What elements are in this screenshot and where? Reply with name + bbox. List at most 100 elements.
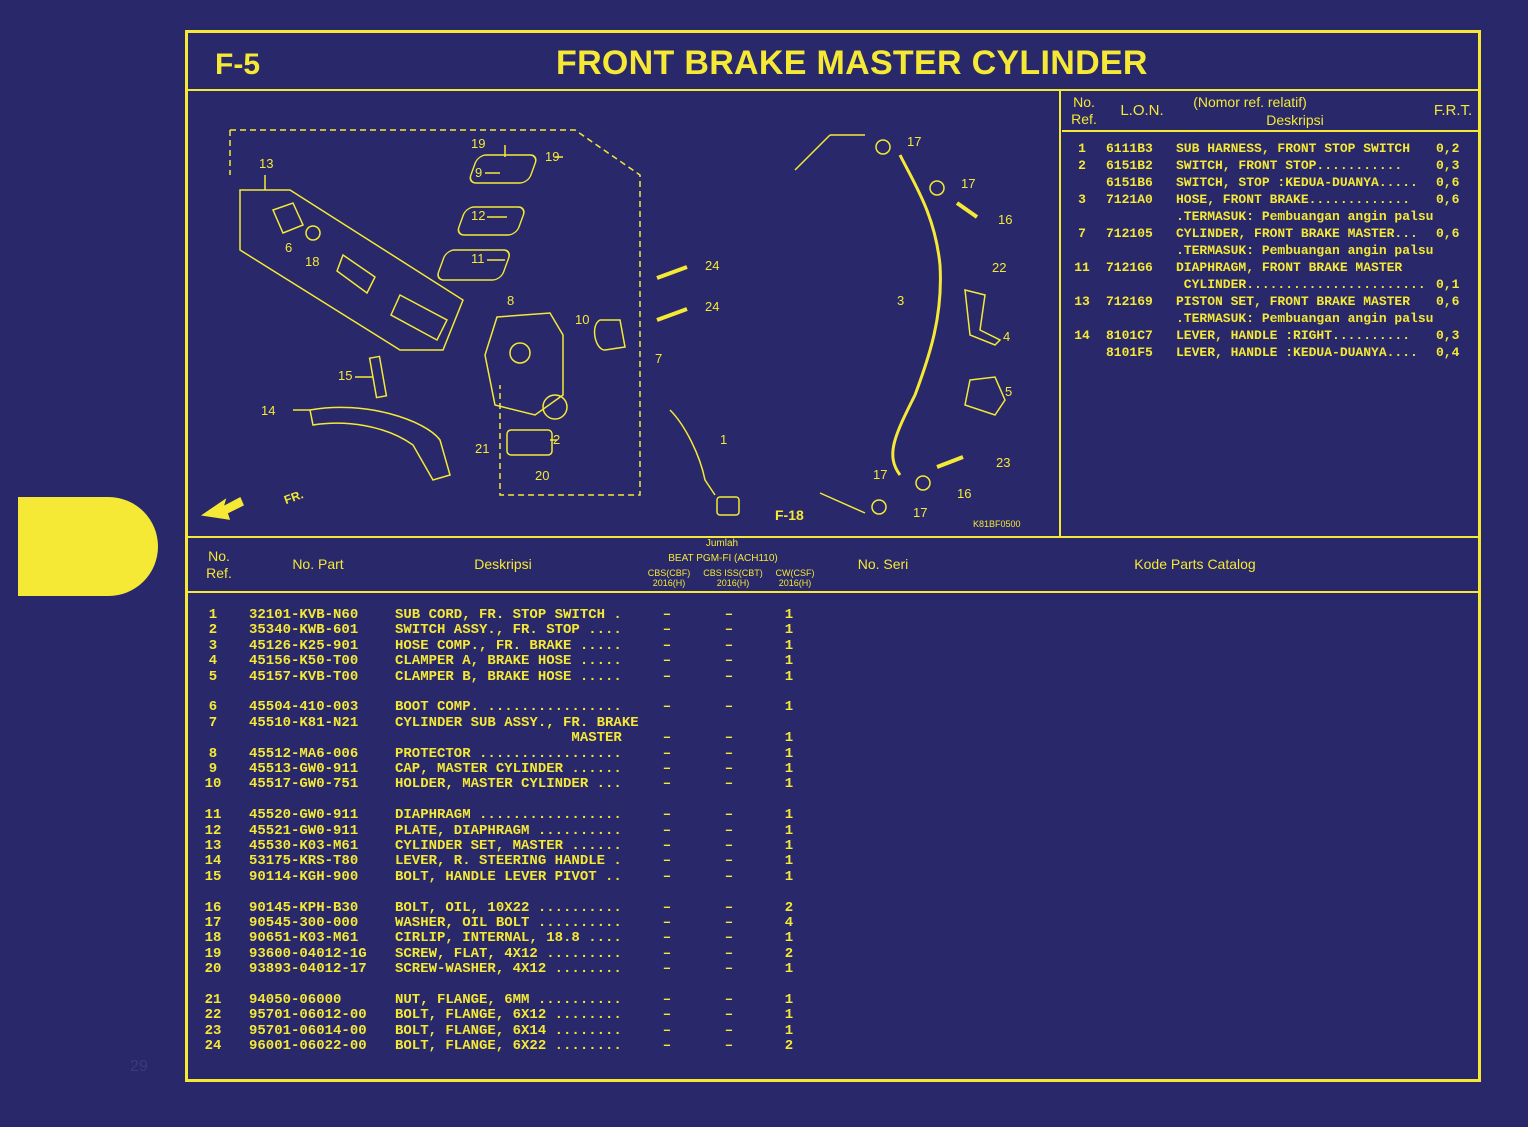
section-code: F-5 [215, 48, 260, 81]
ref-cell-desc: HOSE, FRONT BRAKE............. [1176, 192, 1411, 207]
callout-label: 24 [705, 299, 719, 314]
parts-cell-c1: – [662, 961, 672, 978]
parts-cell-c3: 1 [784, 730, 794, 747]
parts-cell-desc: PROTECTOR ................. [395, 745, 622, 762]
callout-label: 3 [897, 293, 904, 308]
parts-cell-c3: 1 [784, 607, 794, 623]
parts-cell-c2: – [724, 1022, 734, 1039]
parts-cell-part: 95701-06014-00 [249, 1022, 367, 1039]
parts-header-top [188, 536, 1478, 538]
parts-cell-desc: LEVER, R. STEERING HANDLE . [395, 853, 622, 870]
ref-cell-frt: 0,6 [1436, 226, 1460, 241]
parts-cell-desc: DIAPHRAGM ................. [395, 807, 622, 824]
parts-cell-c2: – [724, 853, 734, 870]
parts-cell-c3: 1 [784, 1022, 794, 1039]
parts-cell-c2: – [724, 961, 734, 978]
parts-cell-ref: 9 [208, 761, 218, 777]
chapter-tab[interactable] [18, 497, 158, 596]
parts-cell-c2: – [724, 838, 734, 854]
parts-cell-c1: – [662, 838, 672, 854]
parts-cell-desc: MASTER [395, 730, 622, 747]
parts-cell-part: 45156-K50-T00 [249, 653, 359, 670]
parts-cell-desc: BOOT COMP. ................ [395, 699, 622, 716]
parts-col-cbs: CBS(CBF) 2016(H) [647, 568, 691, 588]
parts-col-model: BEAT PGM-FI (ACH110) [668, 553, 778, 564]
parts-cell-ref: 11 [204, 807, 222, 824]
parts-cell-desc: SWITCH ASSY., FR. STOP .... [395, 622, 622, 639]
parts-cell-ref: 21 [204, 992, 222, 1008]
parts-col-noseri: No. Seri [857, 556, 909, 572]
ref-cell-frt: 0,3 [1436, 328, 1460, 343]
ref-cell-desc: SWITCH, STOP :KEDUA-DUANYA..... [1176, 175, 1418, 190]
ref-table-divider [1059, 89, 1061, 537]
parts-cell-desc: WASHER, OIL BOLT .......... [395, 915, 622, 931]
callout-label: 11 [471, 251, 485, 266]
parts-cell-c3: 1 [784, 761, 794, 777]
parts-cell-c2: – [724, 668, 734, 685]
parts-cell-ref: 10 [204, 776, 222, 793]
title-divider [188, 89, 1478, 91]
parts-cell-c1: – [662, 992, 672, 1008]
ref-cell-lon: 8101F5 [1106, 345, 1153, 360]
callout-label: 19 [471, 136, 485, 151]
parts-cell-c1: – [662, 822, 672, 839]
callout-label: 18 [305, 254, 319, 269]
page-title: FRONT BRAKE MASTER CYLINDER [556, 44, 1148, 82]
parts-cell-c1: – [662, 930, 672, 947]
parts-cell-desc: CLAMPER A, BRAKE HOSE ..... [395, 653, 622, 670]
parts-cell-c3: 1 [784, 776, 794, 793]
callout-label: 6 [285, 240, 292, 255]
exploded-diagram: 1361819919121181071514212202424117171632… [201, 129, 1021, 529]
diagram-code: K81BF0500 [973, 519, 1021, 529]
parts-cell-part: 45517-GW0-751 [249, 776, 359, 793]
ref-cell-ref: 2 [1078, 158, 1086, 173]
ref-cell-desc: CYLINDER....................... [1176, 277, 1426, 292]
parts-cell-desc: CYLINDER SET, MASTER ...... [395, 838, 622, 854]
ref-cell-ref: 3 [1078, 192, 1086, 207]
parts-cell-ref: 18 [204, 930, 222, 947]
callout-label: 1 [720, 432, 727, 447]
parts-cell-c2: – [724, 868, 734, 885]
parts-cell-part: 45126-K25-901 [249, 637, 359, 654]
front-arrow-icon [201, 496, 244, 520]
parts-cell-desc: BOLT, FLANGE, 6X14 ........ [395, 1022, 622, 1039]
ref-col-lon: L.O.N. [1120, 102, 1164, 119]
ref-cell-desc: SWITCH, FRONT STOP........... [1176, 158, 1403, 173]
ref-cell-desc: .TERMASUK: Pembuangan angin palsu [1176, 209, 1434, 224]
parts-cell-c2: – [724, 745, 734, 762]
ref-cell-lon: 6151B2 [1106, 158, 1153, 173]
parts-cell-part: 45520-GW0-911 [249, 807, 359, 824]
parts-cell-c1: – [662, 730, 672, 747]
ref-f18-label: F-18 [775, 507, 804, 523]
parts-cell-c1: – [662, 637, 672, 654]
lever-shape [309, 406, 451, 481]
parts-cell-desc: HOSE COMP., FR. BRAKE ..... [395, 637, 622, 654]
parts-cell-c2: – [724, 807, 734, 824]
parts-cell-ref: 4 [208, 653, 218, 670]
parts-cell-c2: – [724, 607, 734, 623]
parts-cell-ref: 20 [204, 961, 222, 978]
parts-cell-ref: 14 [204, 853, 222, 870]
ref-cell-ref: 7 [1078, 226, 1086, 241]
callout-label: 15 [338, 368, 352, 383]
ref-col-noref: No. Ref. [1071, 94, 1097, 127]
parts-cell-part: 45513-GW0-911 [249, 761, 359, 777]
parts-cell-c2: – [724, 622, 734, 639]
ref-cell-lon: 7121A0 [1106, 192, 1153, 207]
callout-label: 22 [992, 260, 1006, 275]
parts-cell-ref: 17 [204, 915, 222, 931]
parts-cell-c2: – [724, 945, 734, 962]
parts-cell-part: 90651-K03-M61 [249, 930, 359, 947]
parts-cell-c2: – [724, 899, 734, 916]
parts-cell-c1: – [662, 668, 672, 685]
ref-cell-lon: 8101C7 [1106, 328, 1153, 343]
parts-cell-ref: 6 [208, 699, 218, 716]
ref-cell-frt: 0,6 [1436, 192, 1460, 207]
ref-col-desc-top: (Nomor ref. relatif) [1193, 94, 1307, 110]
parts-cell-desc: CYLINDER SUB ASSY., FR. BRAKE [395, 714, 639, 731]
boot-shape [271, 202, 305, 234]
switch-shape [506, 429, 553, 456]
clamper-b-shape [964, 376, 1006, 416]
parts-cell-part: 45157-KVB-T00 [249, 668, 359, 685]
callout-label: 10 [575, 312, 589, 327]
